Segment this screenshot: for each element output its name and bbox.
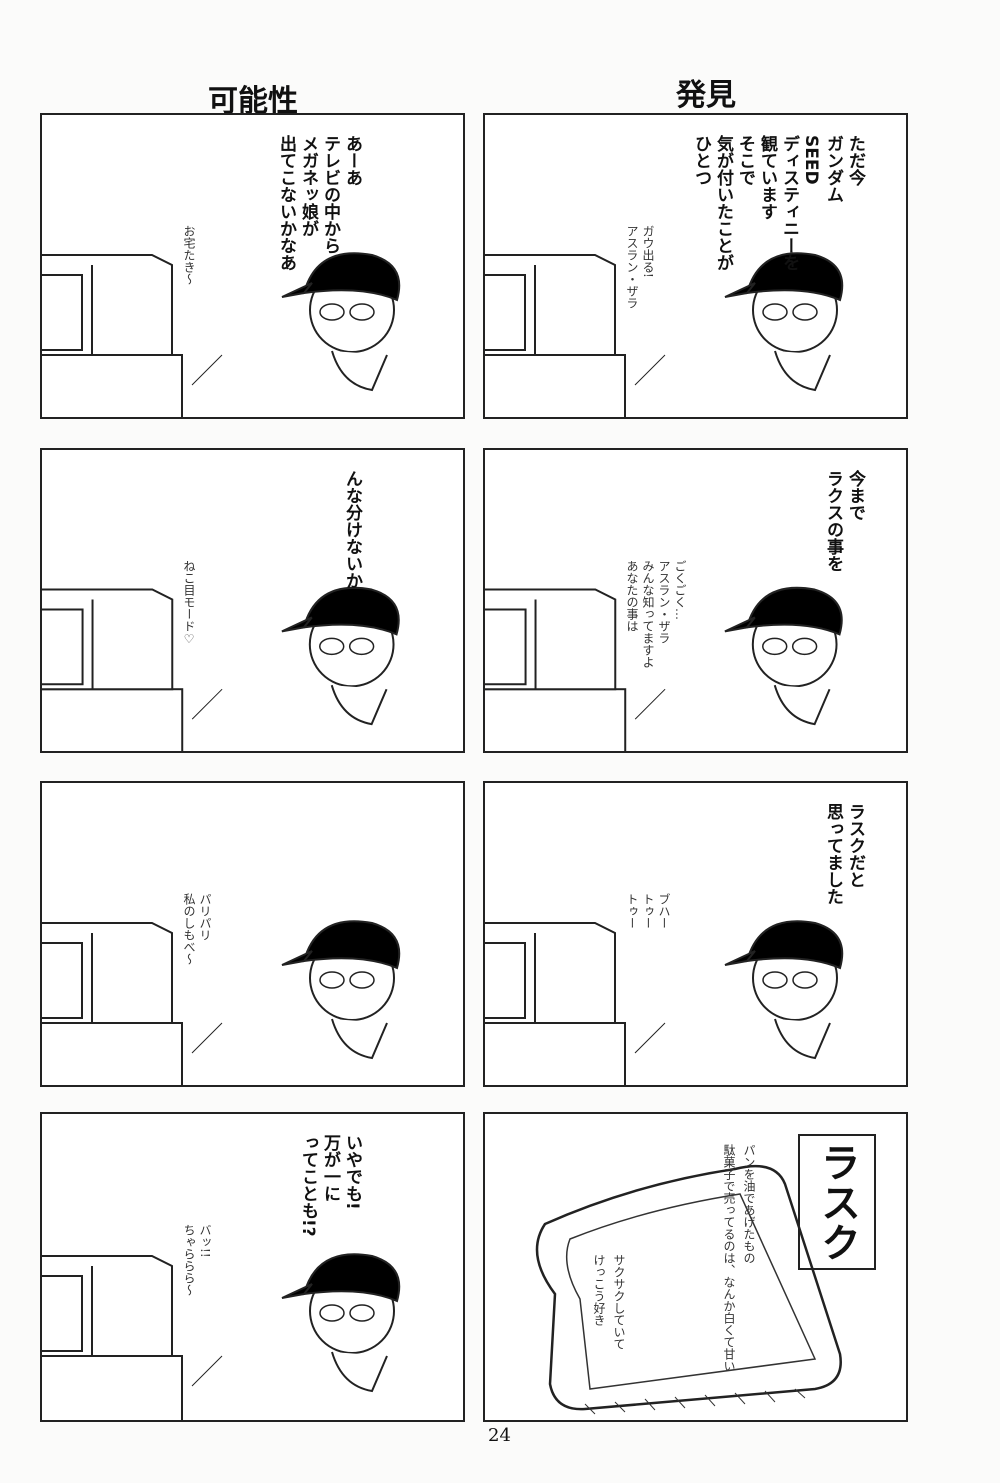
dialogue-line: ディスティニーを (779, 135, 799, 271)
panel-5: 私のしもべ〜パリパリ (40, 781, 465, 1087)
handwritten-note: アスラン・ザラ (625, 225, 639, 309)
title-right: 発見 (676, 78, 736, 113)
handwritten-note: ブハー (657, 893, 671, 929)
dialogue-line: そこで (735, 135, 755, 186)
panel-6: ラスクだと思ってましたトゥートゥーブハー (483, 781, 908, 1087)
dialogue-line: メガネッ娘が (298, 135, 318, 237)
handwritten-note: ねこ目モード♡ (182, 560, 196, 646)
tv-icon (485, 588, 627, 751)
character-icon (281, 1253, 401, 1393)
dialogue-line: ガンダム (823, 135, 843, 203)
handwritten-note: ごくごく… (673, 560, 687, 620)
handwritten-note: 駄菓子で売ってるのは、なんか白くて甘い (722, 1144, 736, 1372)
panel-4: 今までラクスの事をあなたの事はみんな知ってますよアスラン・ザラごくごく… (483, 448, 908, 753)
character-icon (724, 252, 844, 392)
handwritten-note: 私のしもべ〜 (182, 893, 196, 965)
dialogue-line: あーあ (342, 135, 362, 186)
dialogue-line: んな分けないか (342, 470, 362, 589)
tv-icon (42, 588, 184, 751)
dialogue-line: テレビの中から (320, 135, 340, 254)
handwritten-note: ちゃららら〜 (182, 1224, 196, 1296)
handwritten-note: パリパリ (198, 893, 212, 941)
handwritten-note: ガウ出る! (641, 225, 655, 278)
dialogue-line: SEED (801, 135, 821, 185)
panel-1: あーあテレビの中からメガネッ娘が出てこないかなあお宅たき〜 (40, 113, 465, 419)
tv-icon (42, 1255, 183, 1420)
dialogue-line: 万が一に (320, 1134, 340, 1202)
character-icon (281, 920, 401, 1060)
dialogue-line: ってことも!? (298, 1134, 318, 1237)
scene-drawing (42, 586, 400, 751)
dialogue-line: ラクスの事を (823, 470, 843, 572)
panel-3: んな分けないかねこ目モード♡ (40, 448, 465, 753)
dialogue-line: 出てこないかなあ (276, 135, 296, 271)
dialogue-line: 思ってました (823, 803, 843, 905)
dialogue-line: ただ今 (845, 135, 865, 186)
dialogue-line: 気が付いたことが (713, 135, 733, 271)
handwritten-note: あなたの事は (625, 560, 639, 632)
scene-drawing (485, 586, 843, 751)
dialogue-line: ひとつ (691, 135, 711, 186)
panel-7: いやでも!万が一にってことも!? ちゃららら〜バッ!! (40, 1112, 465, 1422)
handwritten-note: お宅たき〜 (182, 225, 196, 285)
dialogue-line: いやでも! (342, 1134, 362, 1210)
tv-icon (485, 254, 626, 417)
handwritten-note: トゥー (625, 893, 639, 929)
scene-drawing (42, 1253, 401, 1420)
handwritten-note: トゥー (641, 893, 655, 929)
tv-icon (42, 254, 183, 417)
handwritten-note: アスラン・ザラ (657, 560, 671, 644)
scene-drawing (42, 252, 401, 417)
page-number: 24 (488, 1425, 511, 1446)
handwritten-note: パンを油であげたもの (742, 1144, 756, 1264)
scene-drawing (485, 920, 844, 1085)
dialogue-line: 今まで (845, 470, 865, 521)
scene-drawing (42, 920, 401, 1085)
handwritten-note: みんな知ってますよ (641, 560, 655, 668)
character-icon (281, 586, 400, 726)
handwritten-note: バッ!! (198, 1224, 212, 1258)
dialogue-line: 観ています (757, 135, 777, 220)
tv-icon (485, 922, 626, 1085)
panel-8: ラスク パンを油であげたもの駄菓子で売ってるのは、なんか白くて甘い サクサクしてい… (483, 1112, 908, 1422)
handwritten-note: サクサクしていて (612, 1254, 626, 1350)
rusk-drawing (535, 1164, 842, 1415)
scene-drawing (485, 252, 844, 417)
tv-icon (42, 922, 183, 1085)
handwritten-note: けっこう好き (592, 1254, 606, 1326)
character-icon (724, 920, 844, 1060)
rusk-caption-box: ラスク (798, 1134, 876, 1270)
character-icon (281, 252, 401, 392)
dialogue-line: ラスクだと (845, 803, 865, 888)
character-icon (724, 586, 843, 726)
